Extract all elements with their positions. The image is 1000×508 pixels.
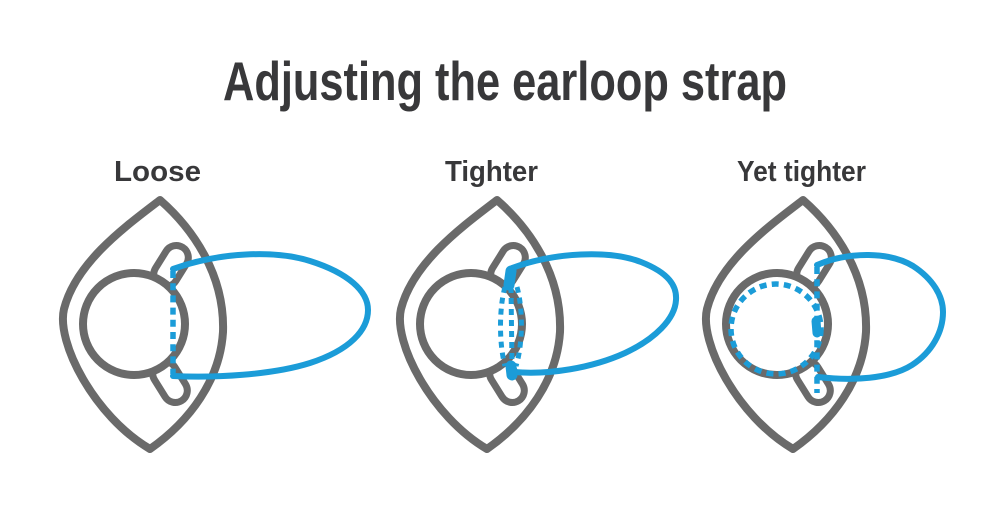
earbud-loose [63,200,223,449]
page-title: Adjusting the earloop strap [223,50,787,112]
strap-knot-bottom-icon [505,360,518,381]
strap-knot-icon [811,316,822,338]
earbud-yet-tighter [706,200,866,449]
earloop-strap-icon [170,251,371,380]
strap-yet-tighter [728,252,946,393]
earbud-tighter [400,200,560,449]
panel-label-tighter: Tighter [445,156,538,188]
strap-knot-top-icon [503,265,517,291]
earloop-strap-icon [814,252,946,382]
earloop-strap-hidden-dashed-icon [508,286,515,367]
panel-label-loose: Loose [114,156,201,188]
strap-tighter [498,251,680,381]
panel-label-yet-tighter: Yet tighter [737,156,866,188]
earloop-strap-icon [509,251,680,376]
strap-loose [170,251,371,380]
